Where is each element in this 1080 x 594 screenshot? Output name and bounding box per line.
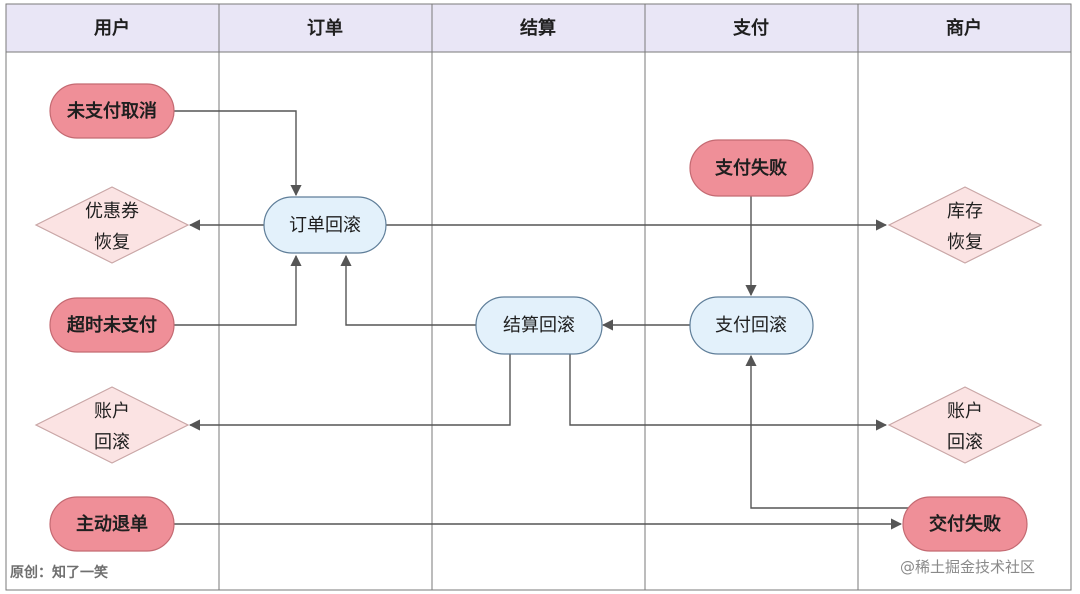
node-payment-rollback (689, 296, 814, 355)
node-settlement-rollback (475, 296, 603, 355)
node-unpaid-cancel-label: 未支付取消 (67, 100, 157, 122)
node-payment-rollback-label: 支付回滚 (715, 315, 787, 336)
node-active-refund (49, 496, 175, 552)
node-merchant-account-rollback (887, 386, 1043, 464)
lane-title-user: 用户 (94, 17, 130, 39)
node-order-rollback-label: 订单回滚 (289, 215, 361, 236)
node-merchant-account-rollback-line1: 账户 (947, 401, 983, 422)
node-coupon-restore-line2: 恢复 (94, 232, 130, 253)
node-unpaid-cancel (49, 83, 175, 139)
lane-title-merchant: 商户 (946, 17, 982, 39)
node-merchant-account-rollback-line2: 回滚 (947, 432, 983, 453)
site-watermark: @稀土掘金技术社区 (900, 558, 1036, 576)
node-user-account-rollback (34, 386, 190, 464)
edge-delivery-failed-to-payment-rollback (745, 354, 928, 509)
diagram-frame (5, 3, 1072, 591)
edge-settlement-rollback-to-order-rollback (340, 254, 476, 326)
node-stock-restore (887, 186, 1043, 264)
edge-unpaid-cancel-to-order-rollback (174, 110, 302, 197)
node-timeout-unpaid (49, 297, 175, 353)
edge-settlement-rollback-to-merchant-account (569, 354, 888, 431)
node-order-rollback (263, 196, 387, 254)
lane-title-order: 订单 (307, 17, 343, 39)
lane-header-bar (5, 3, 1072, 53)
node-delivery-failed-label: 交付失败 (929, 513, 1001, 535)
node-stock-restore-line1: 库存 (947, 201, 983, 222)
edge-timeout-to-order-rollback (174, 254, 302, 326)
lane-title-settlement: 结算 (520, 17, 556, 39)
node-payment-failed (689, 139, 814, 197)
node-active-refund-label: 主动退单 (76, 513, 148, 535)
author-watermark: 原创：知了一笑 (10, 565, 108, 581)
node-timeout-unpaid-label: 超时未支付 (67, 314, 157, 336)
node-coupon-restore (34, 186, 190, 264)
lane-title-payment: 支付 (732, 17, 769, 39)
node-user-account-rollback-line2: 回滚 (94, 432, 130, 453)
node-coupon-restore-line1: 优惠券 (85, 201, 139, 222)
node-payment-failed-label: 支付失败 (714, 157, 787, 179)
edge-settlement-rollback-to-user-account (188, 354, 511, 431)
node-delivery-failed (902, 496, 1028, 552)
node-stock-restore-line2: 恢复 (947, 232, 983, 253)
node-settlement-rollback-label: 结算回滚 (503, 315, 575, 336)
node-user-account-rollback-line1: 账户 (94, 401, 130, 422)
